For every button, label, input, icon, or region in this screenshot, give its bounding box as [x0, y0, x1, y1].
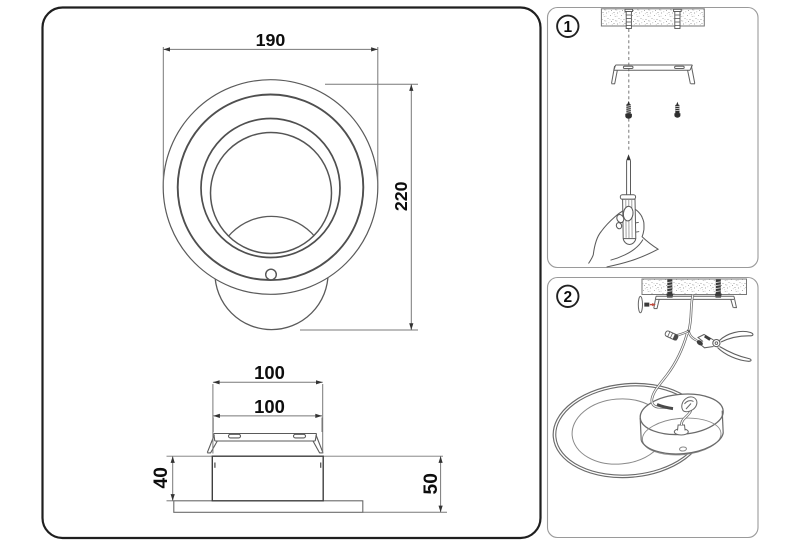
- svg-text:50: 50: [421, 473, 442, 494]
- svg-text:100: 100: [254, 396, 285, 417]
- svg-text:1: 1: [563, 19, 572, 36]
- svg-text:100: 100: [254, 362, 285, 383]
- svg-text:190: 190: [256, 30, 286, 50]
- svg-text:220: 220: [391, 181, 411, 211]
- svg-text:40: 40: [151, 467, 172, 488]
- svg-text:2: 2: [563, 289, 572, 306]
